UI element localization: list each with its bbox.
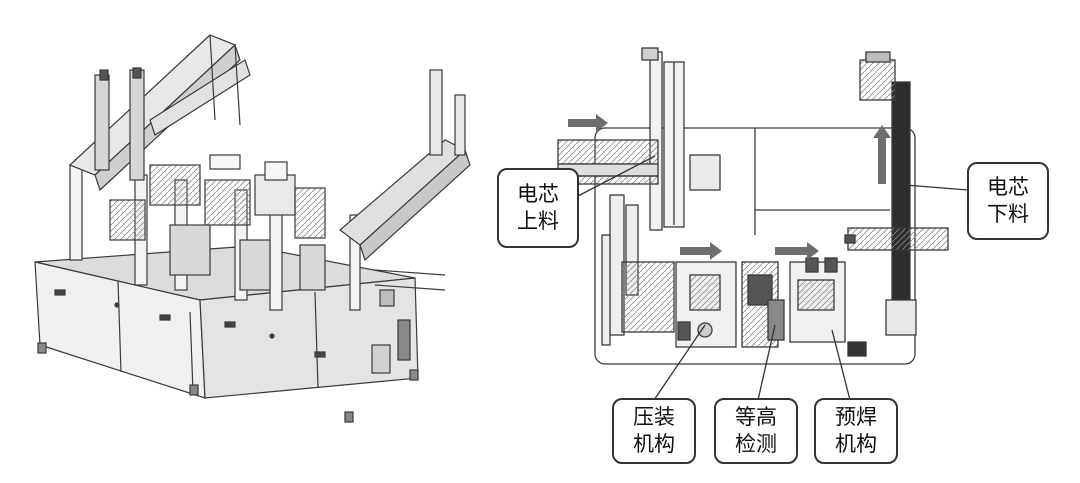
callout-feed-out-line1: 电芯 (987, 175, 1029, 199)
leader-preweld (831, 329, 851, 401)
callout-preweld: 预焊 机构 (814, 398, 898, 464)
machine-output-conveyor (339, 69, 471, 307)
callout-press-line2: 机构 (633, 432, 675, 456)
flow-arrow-outfeed (873, 125, 891, 184)
callout-height-line2: 检测 (735, 432, 777, 456)
callout-feed-in-line1: 电芯 (517, 182, 559, 206)
leader-press (653, 324, 706, 401)
callout-feed-in: 电芯 上料 (497, 168, 579, 248)
machine-3d-view (34, 34, 471, 423)
leader-feed-out (904, 184, 969, 191)
callout-feed-in-line2: 上料 (517, 209, 559, 233)
machine-top-view (557, 47, 969, 401)
leader-height (757, 324, 776, 401)
station-press (621, 261, 737, 348)
callout-leaders (577, 155, 969, 401)
station-height-check (741, 261, 785, 348)
machine-mid-stations (109, 154, 326, 291)
flow-arrow-stations-2 (775, 242, 819, 260)
station-preweld (789, 257, 867, 357)
flow-arrow-infeed (568, 114, 608, 132)
callout-feed-out-line2: 下料 (987, 202, 1029, 226)
outfeed-conveyor (844, 227, 949, 251)
callout-feed-out: 电芯 下料 (967, 162, 1049, 240)
flow-arrows (568, 114, 891, 260)
callout-preweld-line2: 机构 (835, 432, 877, 456)
callout-preweld-line1: 预焊 (835, 405, 877, 429)
leader-feed-in (577, 155, 656, 197)
callout-height-line1: 等高 (735, 405, 777, 429)
callout-press-line1: 压装 (633, 405, 675, 429)
callout-height: 等高 检测 (714, 398, 798, 464)
flow-arrow-stations-1 (680, 242, 722, 260)
outfeed-track (859, 51, 917, 336)
callout-press: 压装 机构 (612, 398, 696, 464)
